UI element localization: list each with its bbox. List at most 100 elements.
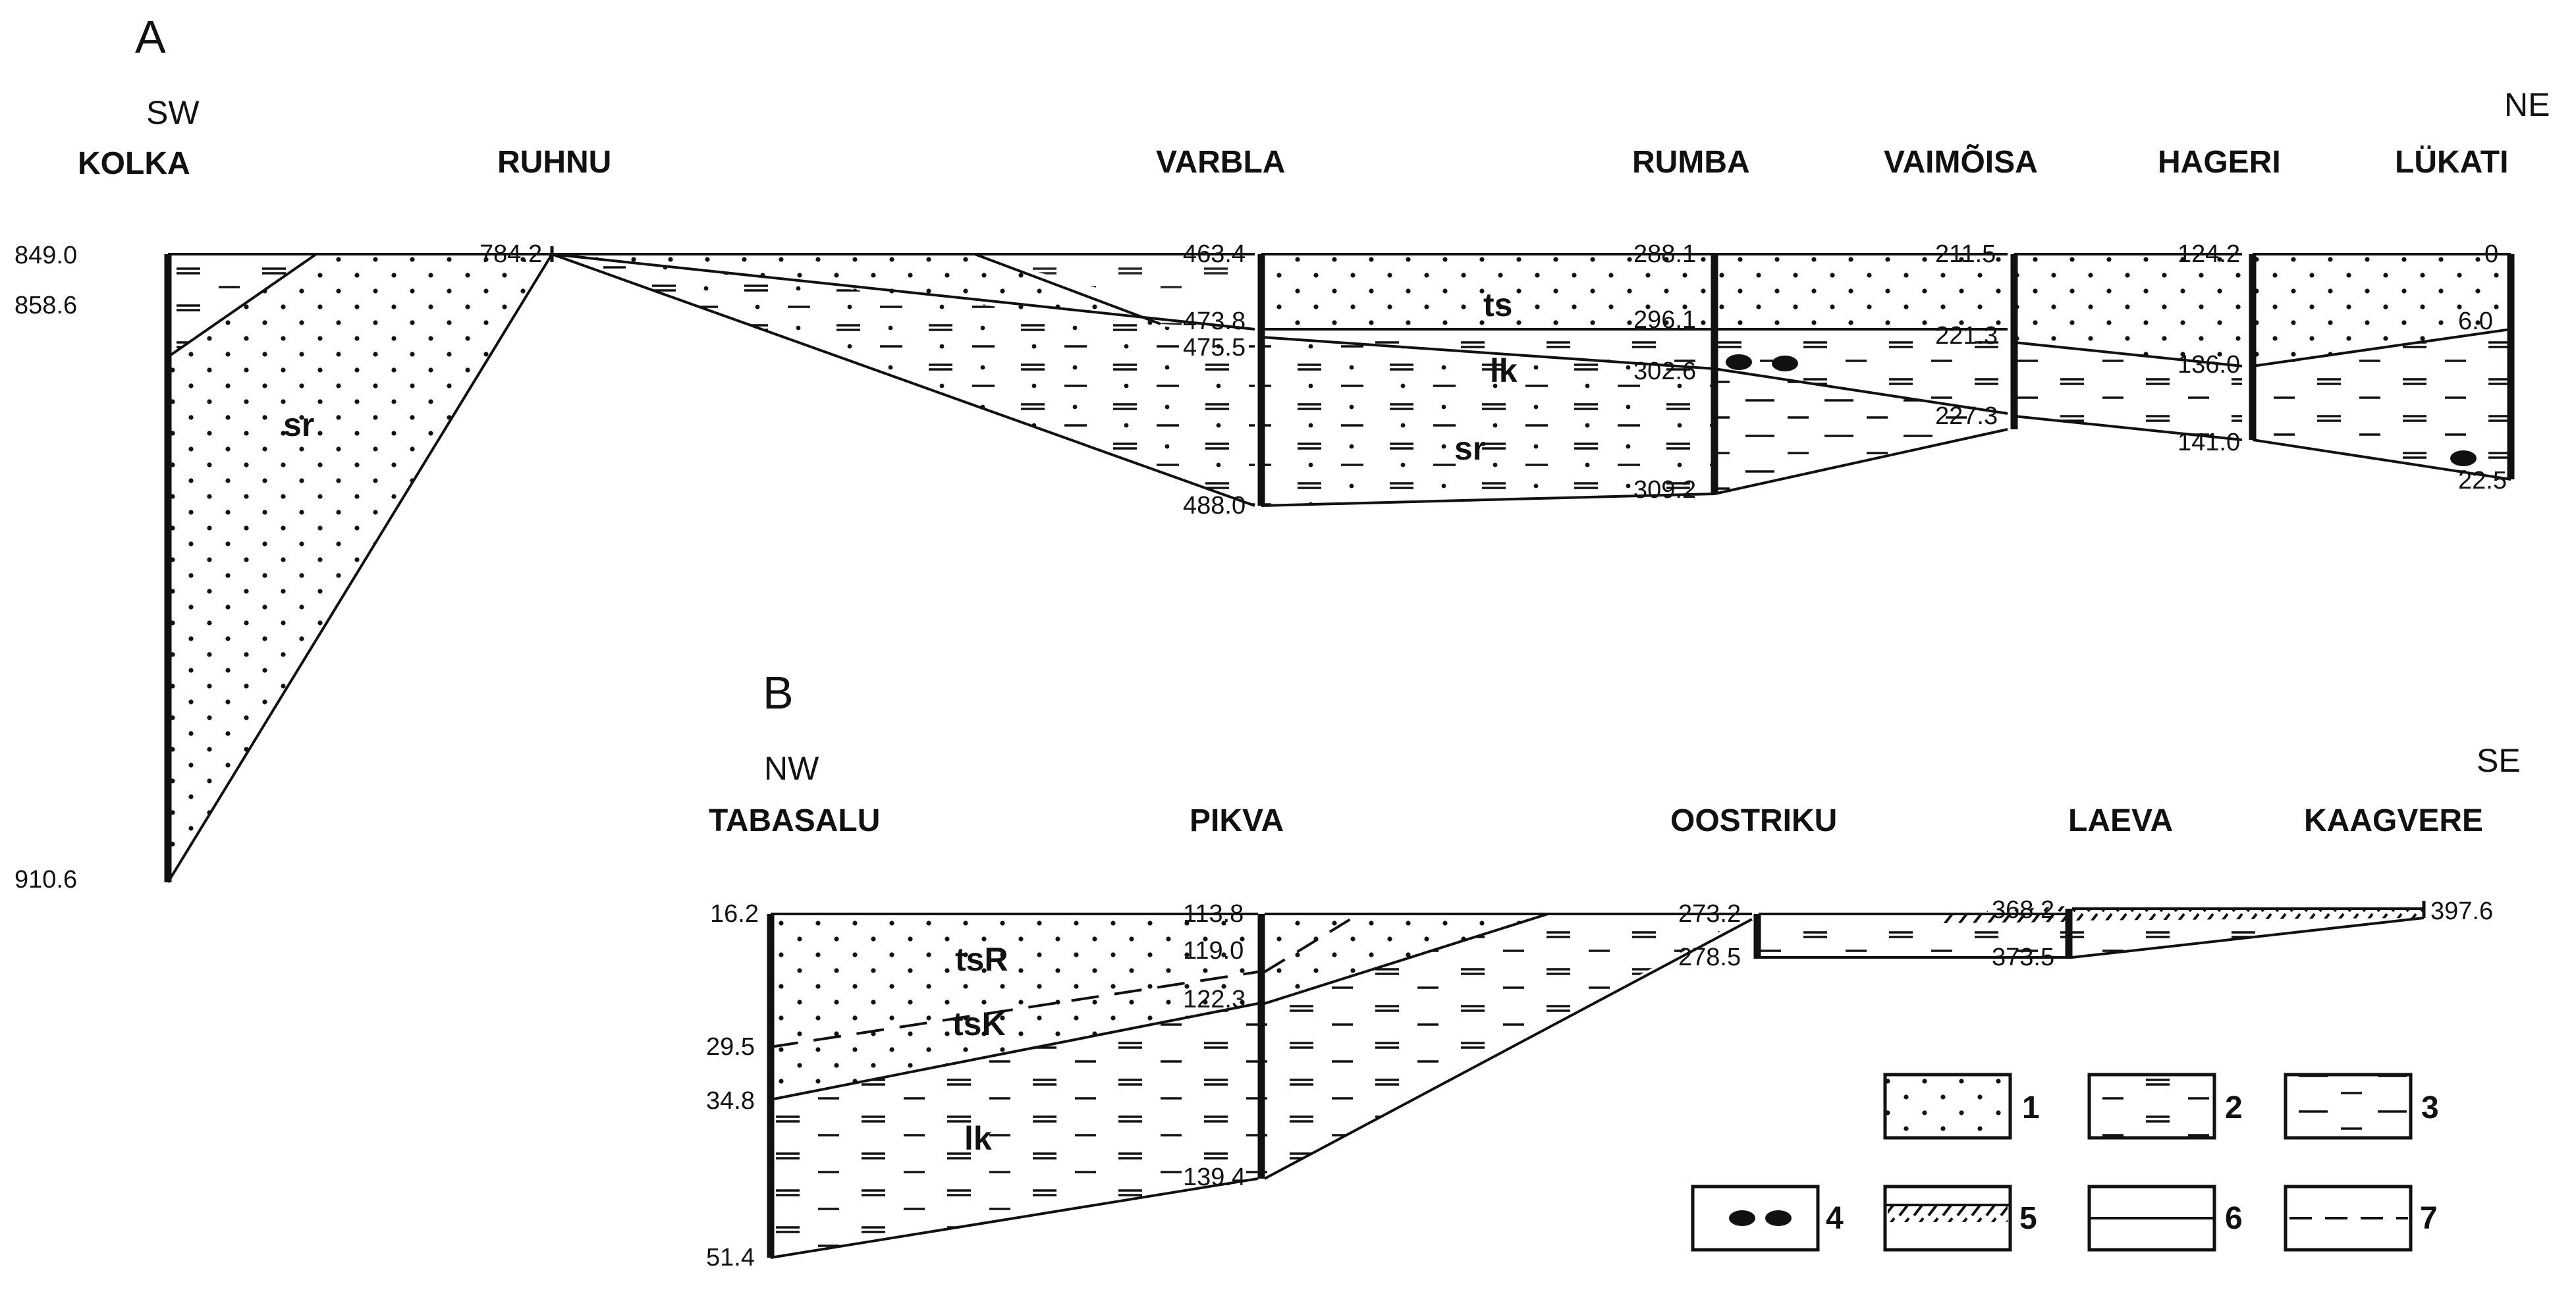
depth-lukati-ts: 6.0 xyxy=(2458,308,2493,335)
depth-pikva-tsk: 122.3 xyxy=(1183,986,1246,1013)
depth-varbla-lk: 475.5 xyxy=(1183,334,1246,361)
legend-swatch-3-silt xyxy=(2284,1073,2413,1140)
ruhnu-varbla-base-line xyxy=(551,253,1255,507)
legend-label-3: 3 xyxy=(2421,1090,2439,1125)
legend-swatch-1-sandstone xyxy=(1883,1073,2012,1140)
varbla-rumba-lk-clay xyxy=(1261,329,1714,369)
tabasalu-pikva-tsk-line xyxy=(770,1002,1259,1101)
depth-vaimoisa-bottom: 227.3 xyxy=(1935,402,1998,430)
legend: 1 2 3 4 5 6 7 xyxy=(1691,1073,2439,1252)
depth-rumba-ts: 296.1 xyxy=(1633,306,1696,334)
laeva-kaagvere-hatch xyxy=(2072,909,2424,921)
varbla-rumba-sr-sandy xyxy=(1261,337,1714,506)
panel-b-label: B xyxy=(763,667,794,718)
panel-a-label: A xyxy=(135,11,166,63)
legend-swatch-2-clay xyxy=(2087,1073,2216,1140)
depth-varbla-top: 463.4 xyxy=(1183,240,1246,268)
panel-b: B NW SE TABASALU PIKVA OOSTRIKU LAEVA KA… xyxy=(706,667,2521,1271)
unit-label-lk: lk xyxy=(1490,352,1518,389)
depth-varbla-ts: 473.8 xyxy=(1183,308,1246,335)
hageri-lukati-base-line xyxy=(2252,439,2511,481)
laeva-kaagvere-base-line xyxy=(2071,917,2425,959)
well-vaimoisa: VAIMÕISA xyxy=(1884,144,2038,180)
rumba-vaimoisa-clay xyxy=(1714,329,2008,414)
rumba-vaimoisa-sandstone xyxy=(1714,254,2008,329)
depth-vaimoisa-top: 211.5 xyxy=(1935,240,1996,268)
varbla-rumba-ts-sandstone xyxy=(1261,254,1714,329)
phosphorite-nodule-2 xyxy=(1772,356,1798,371)
depth-tabasalu-top: 16.2 xyxy=(710,900,759,928)
legend-label-4: 4 xyxy=(1826,1201,1844,1236)
ruhnu-varbla-line-2 xyxy=(974,253,1161,325)
well-kolka: KOLKA xyxy=(78,146,190,181)
phosphorite-nodule-1 xyxy=(1726,354,1752,370)
depth-pikva-bottom: 139.4 xyxy=(1183,1164,1246,1191)
rumba-vaimoisa-base-line xyxy=(1714,428,2008,495)
depth-lukati-top: 0 xyxy=(2484,240,2498,268)
legend-nodule-a xyxy=(1729,1210,1755,1226)
legend-label-2: 2 xyxy=(2225,1090,2243,1125)
direction-nw: NW xyxy=(764,750,819,787)
pikva-oostriku-tsk-line xyxy=(1264,913,1548,1005)
phosphorite-nodule-3 xyxy=(2450,450,2477,466)
well-oostriku: OOSTRIKU xyxy=(1670,803,1837,838)
tabasalu-pikva-clay xyxy=(771,1003,1258,1258)
depth-pikva-top: 113.8 xyxy=(1183,900,1244,928)
vaimoisa-hageri-sandstone xyxy=(2014,254,2242,366)
well-laeva: LAEVA xyxy=(2068,803,2173,838)
depth-kaagvere-top: 397.6 xyxy=(2430,897,2493,925)
legend-nodule-b xyxy=(1765,1210,1792,1226)
unit-label-sr-varbla: sr xyxy=(1454,430,1485,467)
kolka-ruhnu-base-line xyxy=(167,253,553,884)
rumba-vaimoisa-silt xyxy=(1714,369,2008,494)
hageri-lukati-ts-line xyxy=(2252,328,2511,367)
depth-kolka-top: 849.0 xyxy=(14,242,77,269)
depth-oostriku-bottom: 278.5 xyxy=(1678,944,1741,971)
unit-label-sr-kolka: sr xyxy=(283,406,314,443)
depth-hageri-top: 124.2 xyxy=(2178,240,2240,268)
depth-laeva-bottom: 373.5 xyxy=(1992,944,2054,971)
vaimoisa-hageri-base-line xyxy=(2014,415,2243,441)
legend-label-6: 6 xyxy=(2225,1201,2243,1236)
unit-label-tsr: tsR xyxy=(955,941,1008,978)
well-varbla: VARBLA xyxy=(1156,145,1285,180)
tabasalu-pikva-sandstone xyxy=(771,914,1258,1100)
depth-vaimoisa-ts: 221.3 xyxy=(1935,322,1998,350)
depth-hageri-ts: 136.0 xyxy=(2178,351,2240,379)
depth-laeva-top: 368.2 xyxy=(1992,896,2054,924)
legend-label-7: 7 xyxy=(2420,1201,2438,1236)
well-rumba: RUMBA xyxy=(1632,145,1750,180)
depth-kolka-mid: 858.6 xyxy=(14,292,77,319)
well-pikva: PIKVA xyxy=(1190,803,1284,838)
rumba-vaimoisa-lk-line xyxy=(1714,367,2008,415)
pikva-oostriku-base-line xyxy=(1264,918,1753,1180)
well-kaagvere: KAAGVERE xyxy=(2304,803,2483,838)
depth-varbla-bottom: 488.0 xyxy=(1183,492,1246,520)
well-ruhnu: RUHNU xyxy=(497,145,611,180)
legend-label-5: 5 xyxy=(2019,1201,2037,1236)
depth-tabasalu-bottom: 51.4 xyxy=(706,1244,755,1271)
unit-label-lk-b: lk xyxy=(964,1120,992,1157)
depth-kolka-bottom: 910.6 xyxy=(14,866,77,894)
well-lukati: LÜKATI xyxy=(2395,145,2508,180)
ruhnu-varbla-clay-lens xyxy=(975,254,1255,329)
oostriku-laeva-clay xyxy=(1759,914,2066,957)
depth-pikva-tsr: 119.0 xyxy=(1183,937,1244,965)
legend-label-1: 1 xyxy=(2022,1090,2040,1125)
hageri-lukati-clay xyxy=(2253,329,2511,479)
depth-rumba-bottom: 309.2 xyxy=(1633,476,1696,504)
vaimoisa-hageri-clay xyxy=(2014,342,2242,440)
depth-ruhnu-top: 784.2 xyxy=(480,240,542,268)
tabasalu-pikva-base-line xyxy=(770,1177,1259,1259)
depth-tabasalu-tsr: 29.5 xyxy=(706,1033,755,1061)
depth-rumba-top: 288.1 xyxy=(1633,240,1696,268)
depth-hageri-bottom: 141.0 xyxy=(2178,429,2240,456)
direction-se: SE xyxy=(2477,742,2521,779)
tabasalu-pikva-dashed-line xyxy=(770,971,1259,1048)
depth-lukati-bottom: 22.5 xyxy=(2458,467,2507,495)
legend-swatch-5-hatch xyxy=(1888,1205,2008,1222)
unit-label-ts: ts xyxy=(1483,286,1512,323)
vaimoisa-hageri-ts-line xyxy=(2014,341,2243,367)
